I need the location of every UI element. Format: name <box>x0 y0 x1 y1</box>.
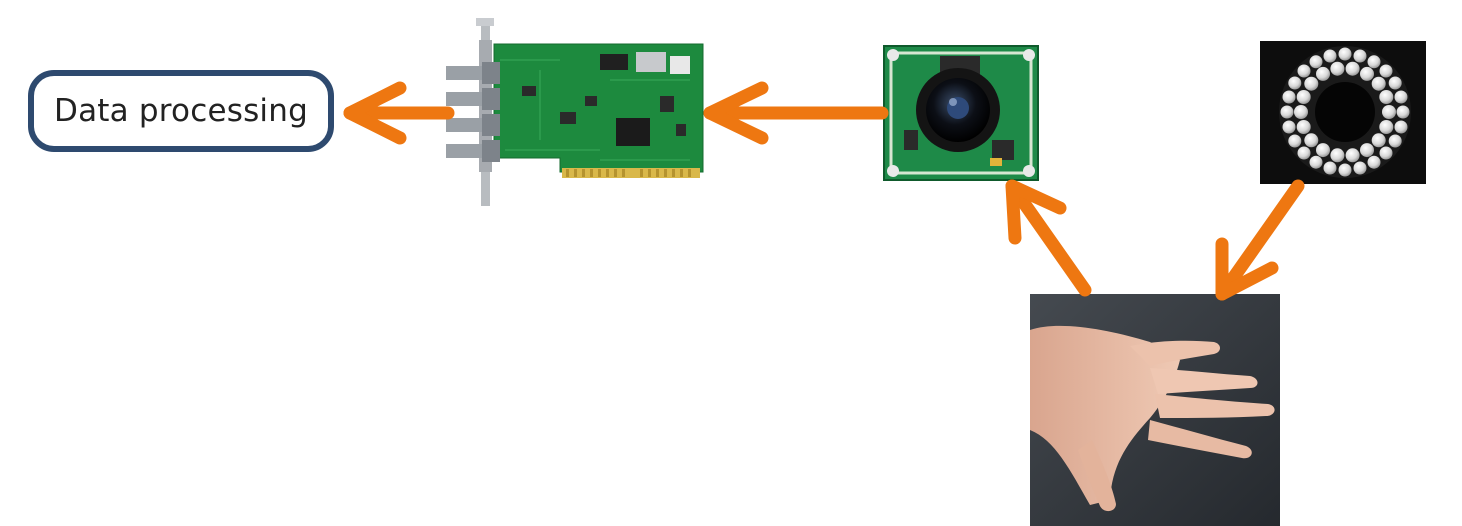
led-icon <box>1288 134 1302 148</box>
led-ring-light-icon <box>1260 41 1426 184</box>
led-icon <box>1294 105 1308 119</box>
led-icon <box>1309 155 1323 169</box>
led-icon <box>1394 120 1408 134</box>
led-icon <box>1288 76 1302 90</box>
board-camera-icon <box>883 45 1039 181</box>
led-icon <box>1367 155 1381 169</box>
led-icon <box>1323 49 1337 63</box>
led-icon <box>1282 90 1296 104</box>
led-icon <box>1353 161 1367 175</box>
led-icon <box>1323 161 1337 175</box>
led-icon <box>1382 105 1396 119</box>
led-icon <box>1297 146 1311 160</box>
led-icon <box>1296 120 1311 134</box>
led-icon <box>1396 105 1410 119</box>
led-icon <box>1330 148 1345 163</box>
arrow-card-to-processing <box>343 81 455 145</box>
led-icon <box>1394 90 1408 104</box>
led-icon <box>1371 76 1386 91</box>
led-icon <box>1379 64 1393 78</box>
led-icon <box>1309 55 1323 69</box>
led-icon <box>1330 61 1345 76</box>
led-icon <box>1297 64 1311 78</box>
hand-photo-icon <box>1030 294 1280 526</box>
led-icon <box>1338 163 1352 177</box>
led-icon <box>1360 143 1374 158</box>
led-icon <box>1379 146 1393 160</box>
led-icon <box>1316 66 1330 81</box>
arrow-camera-to-card <box>703 81 889 145</box>
led-icon <box>1367 55 1381 69</box>
arrow-led-to-hand <box>1215 179 1305 301</box>
led-icon <box>1282 120 1296 134</box>
data-processing-label: Data processing <box>54 93 308 129</box>
led-icon <box>1316 143 1330 158</box>
arrow-hand-to-camera <box>1005 179 1092 297</box>
data-processing-box: Data processing <box>28 70 334 152</box>
led-icon <box>1304 76 1319 91</box>
led-icon <box>1353 49 1367 63</box>
led-icon <box>1379 90 1394 104</box>
led-icon <box>1379 120 1394 134</box>
led-icon <box>1345 148 1360 163</box>
led-icon <box>1296 90 1311 104</box>
led-icon <box>1388 134 1402 148</box>
led-icon <box>1304 133 1319 148</box>
led-icon <box>1345 61 1360 76</box>
led-icon <box>1360 66 1374 81</box>
pci-capture-card-icon <box>446 18 704 206</box>
led-icon <box>1280 105 1294 119</box>
arrows <box>343 81 1305 301</box>
led-icon <box>1371 133 1386 148</box>
led-icon <box>1338 47 1352 61</box>
led-icon <box>1388 76 1402 90</box>
